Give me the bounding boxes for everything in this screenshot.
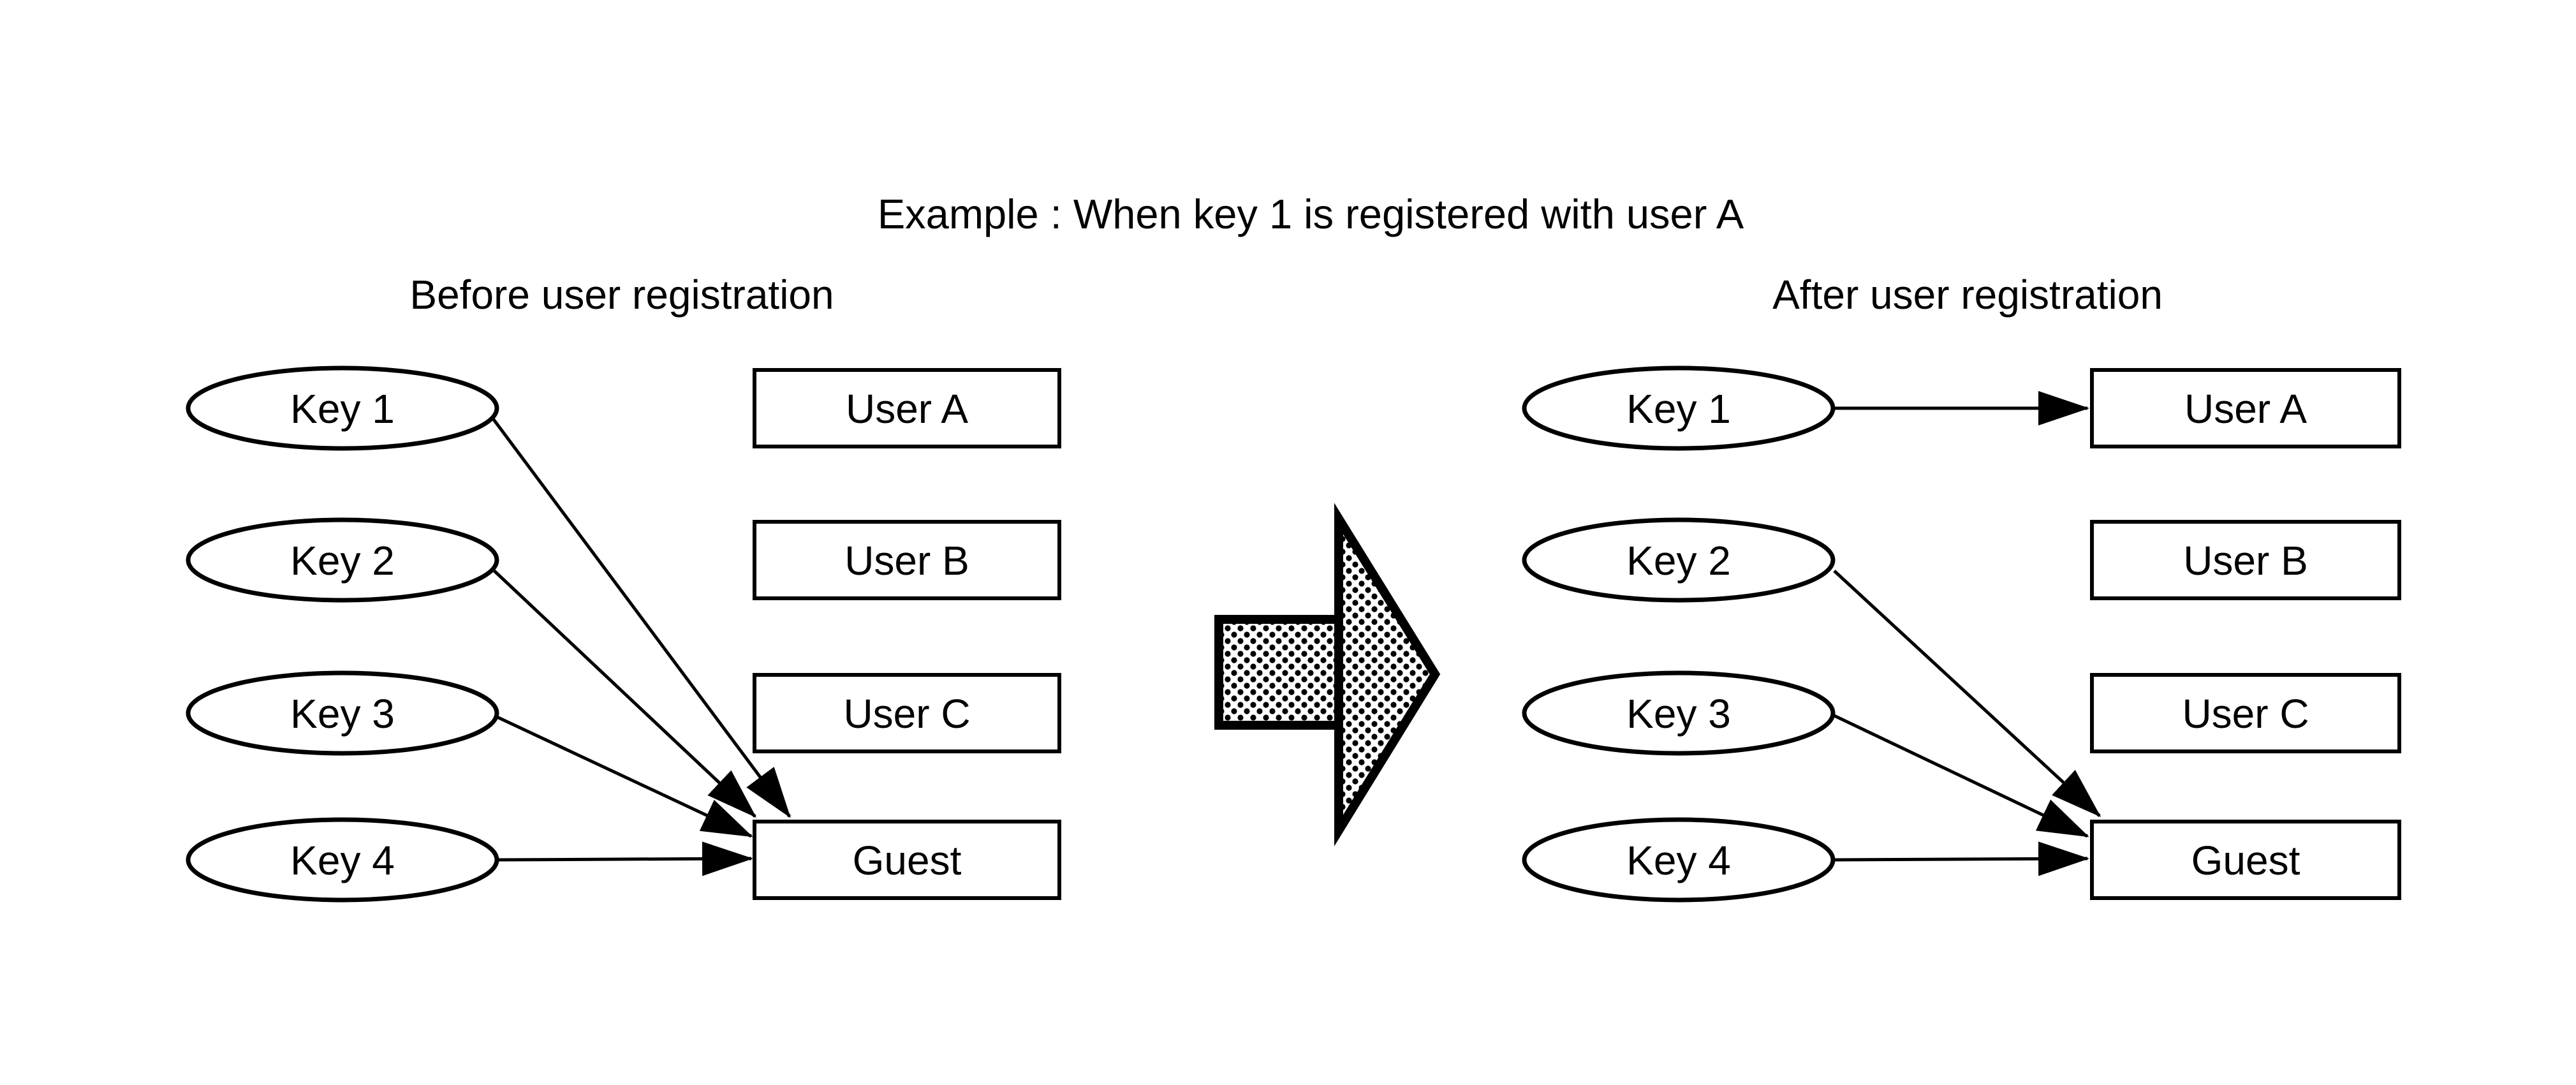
user-c-label: User C (2182, 691, 2309, 737)
before-edges (490, 417, 791, 876)
key2-label: Key 2 (1626, 538, 1731, 584)
before-key-node-2: Key 2 (186, 517, 499, 603)
key4-ellipse (1522, 817, 1836, 903)
guest-label: Guest (853, 838, 962, 883)
key1-ellipse (186, 365, 499, 451)
transition-arrow-head (1334, 503, 1441, 846)
before-user-node-c: User C (753, 673, 1061, 753)
edge-after-key2-guest (1833, 570, 2101, 818)
user-b-box (753, 520, 1061, 600)
before-user-node-b: User B (753, 520, 1061, 600)
user-a-label: User A (846, 386, 968, 432)
before-key-node-3: Key 3 (186, 670, 499, 756)
key3-ellipse (1522, 670, 1836, 756)
after-edges (1833, 391, 2101, 876)
after-key-node-3: Key 3 (1522, 670, 1836, 756)
after-panel-title: After user registration (1772, 272, 2163, 318)
edge-before-key1-guest (490, 417, 791, 818)
guest-label: Guest (2191, 838, 2300, 883)
user-b-label: User B (844, 538, 969, 584)
key4-label: Key 4 (1626, 838, 1731, 883)
after-key-node-4: Key 4 (1522, 817, 1836, 903)
user-a-box (753, 368, 1061, 448)
before-key-node-4: Key 4 (186, 817, 499, 903)
key3-label: Key 3 (290, 691, 395, 737)
after-user-node-guest: Guest (2090, 820, 2401, 900)
edge-after-key3-guest (1833, 714, 2089, 838)
key1-ellipse (1522, 365, 1836, 451)
key1-label: Key 1 (1626, 386, 1731, 432)
after-user-node-c: User C (2090, 673, 2401, 753)
after-panel: After user registration Key 1 Key 2 Key … (1522, 272, 2401, 903)
before-panel: Before user registration Key 1 Key 2 Key… (186, 272, 1061, 903)
key1-label: Key 1 (290, 386, 395, 432)
user-a-label: User A (2184, 386, 2307, 432)
key4-ellipse (186, 817, 499, 903)
before-panel-title: Before user registration (409, 272, 834, 318)
user-c-box (2090, 673, 2401, 753)
user-c-label: User C (843, 691, 970, 737)
transition-arrow-tail (1214, 615, 1343, 730)
guest-box (2090, 820, 2401, 900)
after-user-node-a: User A (2090, 368, 2401, 448)
key3-ellipse (186, 670, 499, 756)
transition-arrow-icon (1214, 503, 1441, 846)
edge-before-key2-guest (493, 570, 757, 818)
user-b-label: User B (2183, 538, 2308, 584)
key3-label: Key 3 (1626, 691, 1731, 737)
edge-after-key4-guest (1834, 841, 2089, 876)
key2-label: Key 2 (290, 538, 395, 584)
edge-before-key3-guest (493, 714, 753, 838)
user-a-box (2090, 368, 2401, 448)
key2-ellipse (1522, 517, 1836, 603)
guest-box (753, 820, 1061, 900)
user-b-box (2090, 520, 2401, 600)
diagram-title: Example : When key 1 is registered with … (878, 191, 1744, 237)
user-c-box (753, 673, 1061, 753)
before-user-node-guest: Guest (753, 820, 1061, 900)
key4-label: Key 4 (290, 838, 395, 883)
after-user-node-b: User B (2090, 520, 2401, 600)
before-key-node-1: Key 1 (186, 365, 499, 451)
edge-before-key4-guest (497, 841, 753, 876)
key2-ellipse (186, 517, 499, 603)
before-user-node-a: User A (753, 368, 1061, 448)
after-key-node-2: Key 2 (1522, 517, 1836, 603)
after-key-node-1: Key 1 (1522, 365, 1836, 451)
